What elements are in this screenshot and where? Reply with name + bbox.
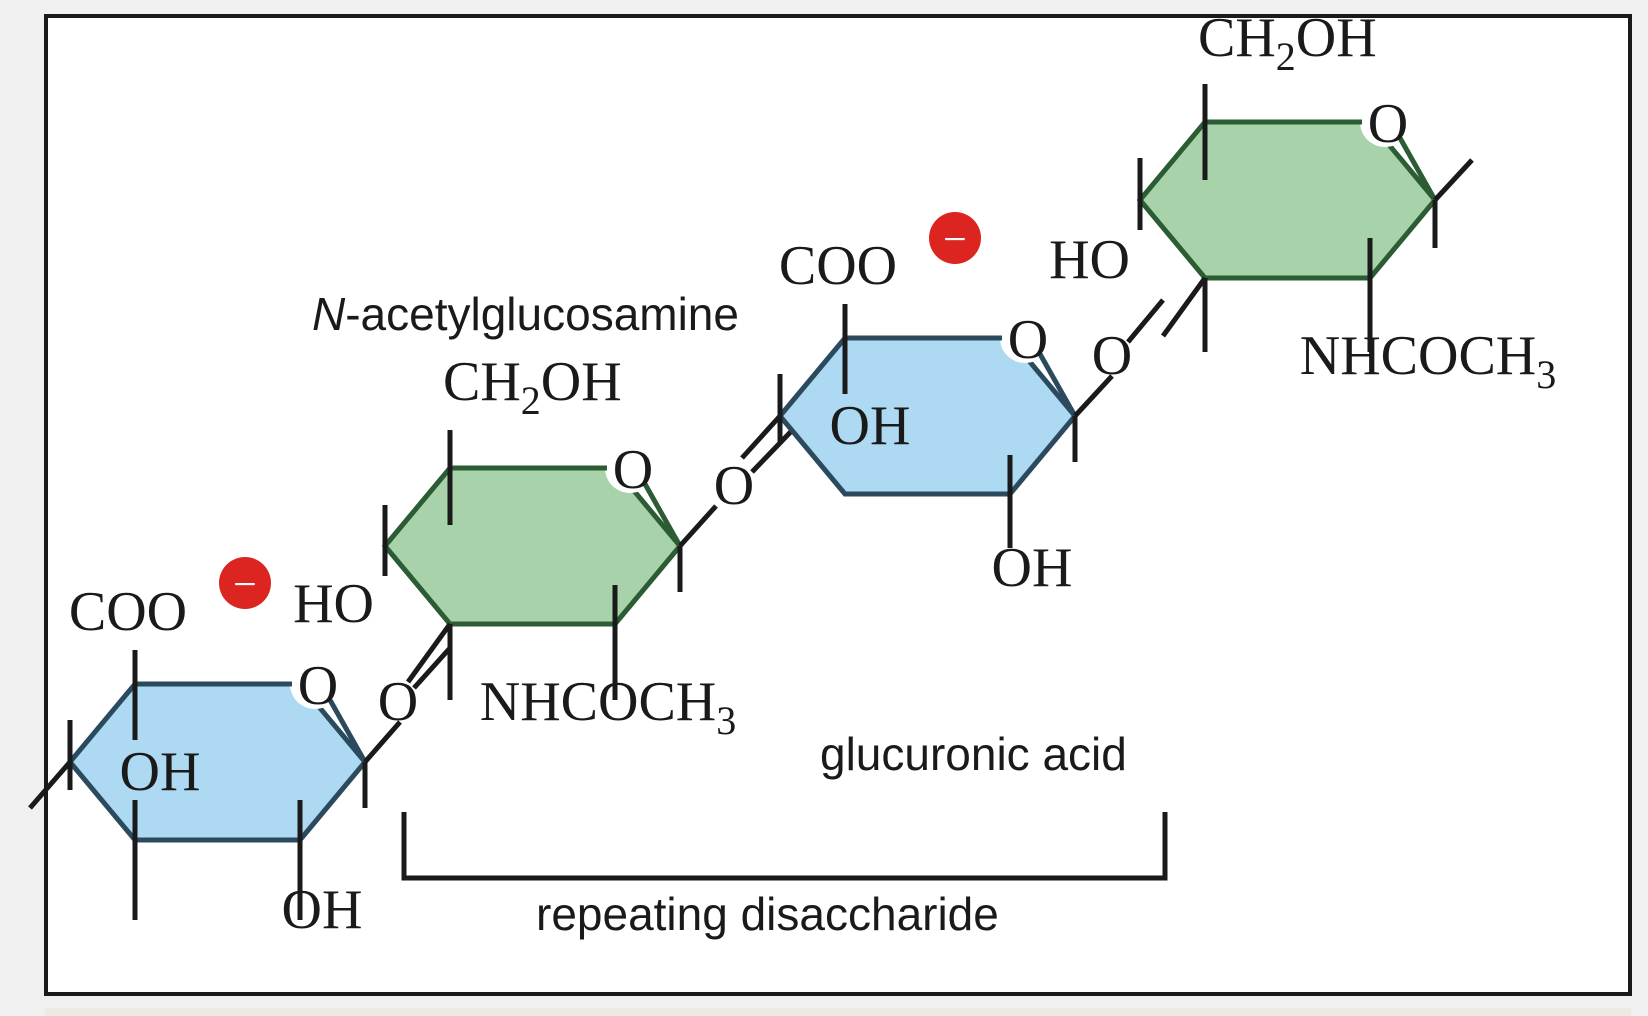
ring-2-hydroxyl-left: HO: [293, 573, 374, 635]
glycosidic-linkage-1: O: [378, 646, 452, 733]
ring-3-oxygen-gap: [1000, 313, 1050, 363]
ring-1-bond-c4-chain: [28, 760, 72, 810]
ring-4-oxygen-gap: [1360, 97, 1410, 147]
glucuronic-acid-label: glucuronic acid: [820, 728, 1127, 780]
ring-1-hydroxyl-below: OH: [282, 879, 363, 941]
ring-4-bond-c1-chain: [1433, 158, 1474, 202]
glycosidic-linkage-3: O: [1092, 298, 1165, 387]
ring-1-hydroxyl-interior: OH: [120, 741, 201, 803]
ring-4-bond-c3-to-glycosidic-o: [1160, 276, 1208, 338]
ring-2-n-acetylglucosamine: CH2OH O HO NHCOCH3: [293, 351, 736, 743]
repeating-disaccharide-label: repeating disaccharide: [536, 888, 999, 940]
ring-2-bond-c1-to-glycosidic-o: [678, 504, 718, 548]
ring-1-charge-badge: [219, 557, 271, 609]
bottom-accent-strip: [45, 1008, 1631, 1016]
ring-3-upper-right-edge: [1037, 352, 1078, 418]
ring-3-ring-oxygen-label: O: [1008, 309, 1048, 371]
ring-3-hydroxyl-interior: OH: [830, 395, 911, 457]
ring-2-bond-c3-to-glycosidic-o: [405, 622, 453, 684]
ring-1-ring-oxygen-label: O: [298, 655, 338, 717]
ring-4-hydroxyl-left: HO: [1049, 229, 1130, 291]
ring-3-bond-c4-chain: [740, 414, 782, 460]
ring-4-hydroxymethyl-label: CH2OH: [1198, 7, 1377, 79]
ring-4-acetamido-label: NHCOCH3: [1300, 325, 1556, 397]
ring-3-charge-badge: [929, 212, 981, 264]
ring-2-upper-right-edge: [642, 482, 683, 548]
repeating-disaccharide-bracket: [401, 812, 1168, 881]
ring-1-oxygen-gap: [290, 659, 340, 709]
glycosidic-1-bond-to-ring2: [412, 646, 452, 690]
ring-1-bond-c1-to-glycosidic-o: [363, 720, 402, 764]
ring-2-hydroxymethyl-label: CH2OH: [443, 351, 622, 423]
ring-3-hydroxyl-below: OH: [992, 537, 1073, 599]
ring-4-upper-right-edge: [1397, 136, 1438, 202]
ring-3-glucuronic-acid: COO − O OH OH: [740, 212, 1114, 599]
ring-3-carboxylate-label: COO: [779, 235, 897, 297]
ring-1-glucuronic-acid: COO − O OH OH: [28, 557, 402, 941]
bracket-path: [401, 812, 1168, 881]
ring-4-ring-oxygen-label: O: [1368, 93, 1408, 155]
ring-1-charge-symbol: −: [233, 562, 257, 608]
n-acetylglucosamine-label: N-acetylglucosamine: [312, 288, 739, 340]
ring-3-charge-symbol: −: [943, 217, 967, 263]
glycosidic-oxygen-2-label: O: [714, 455, 754, 517]
ring-4-n-acetylglucosamine: CH2OH O HO NHCOCH3: [1049, 7, 1556, 397]
glycosidic-3-bond-to-ring4: [1126, 298, 1165, 344]
ring-1-upper-right-edge: [327, 698, 368, 764]
ring-1-carboxylate-label: COO: [69, 581, 187, 643]
ring-2-acetamido-label: NHCOCH3: [480, 671, 736, 743]
glycosidic-oxygen-3-label: O: [1092, 325, 1132, 387]
ring-2-ring-oxygen-label: O: [613, 439, 653, 501]
ring-2-oxygen-gap: [605, 443, 655, 493]
ring-3-bond-c1-to-glycosidic-o: [1073, 374, 1114, 418]
